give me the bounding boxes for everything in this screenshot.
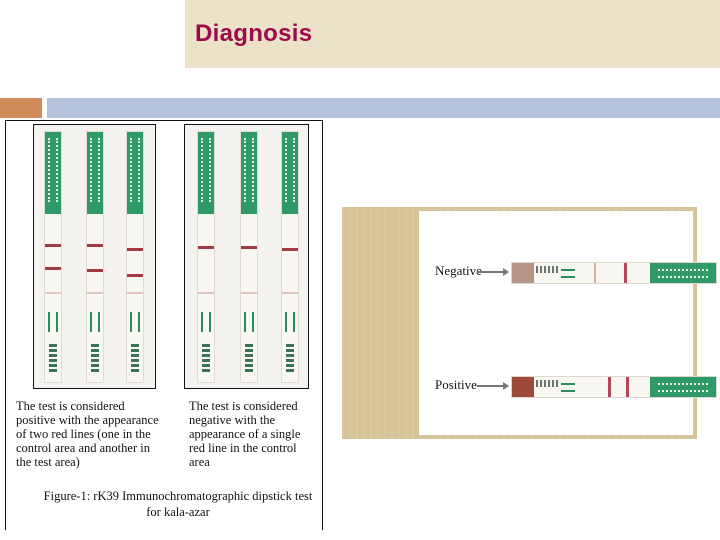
arrow-icon [477,268,509,276]
positive-test-strip [511,376,717,398]
arrow-icon [561,269,575,271]
negative-result-caption: The test is considered negative with the… [189,399,301,469]
figure-photo-background: Negative Positive [419,211,717,435]
test-strip [240,131,258,383]
figure-result-comparison: Negative Positive [342,207,717,439]
arrow-icon [477,382,509,390]
accent-bar-blue [47,98,720,118]
test-strip [86,131,104,383]
slide-title: Diagnosis [195,20,313,47]
test-strip [44,131,62,383]
arrow-icon [561,276,575,278]
positive-label: Positive [435,377,477,392]
test-strip [281,131,299,383]
sample-pad [512,377,534,397]
sample-pad [512,263,534,283]
sample-text-mark [536,380,558,387]
title-bar: Diagnosis [185,0,720,68]
brand-band [650,263,716,283]
arrow-icon [561,390,575,392]
panel-negative-strips [184,124,309,389]
figure-rk39-dipstick: The test is considered positive with the… [5,120,323,530]
positive-result-caption: The test is considered positive with the… [16,399,159,469]
sample-text-mark [536,266,558,273]
accent-bar-orange [0,98,42,118]
brand-band [650,377,716,397]
arrow-icon [561,383,575,385]
control-line [624,263,627,283]
panel-positive-strips [33,124,156,389]
test-strip [197,131,215,383]
negative-label: Negative [435,263,482,278]
test-strip [126,131,144,383]
test-line [594,263,596,283]
test-line [608,377,611,397]
figure-caption: Figure-1: rK39 Immunochromatographic dip… [43,489,313,519]
control-line [626,377,629,397]
negative-test-strip [511,262,717,284]
